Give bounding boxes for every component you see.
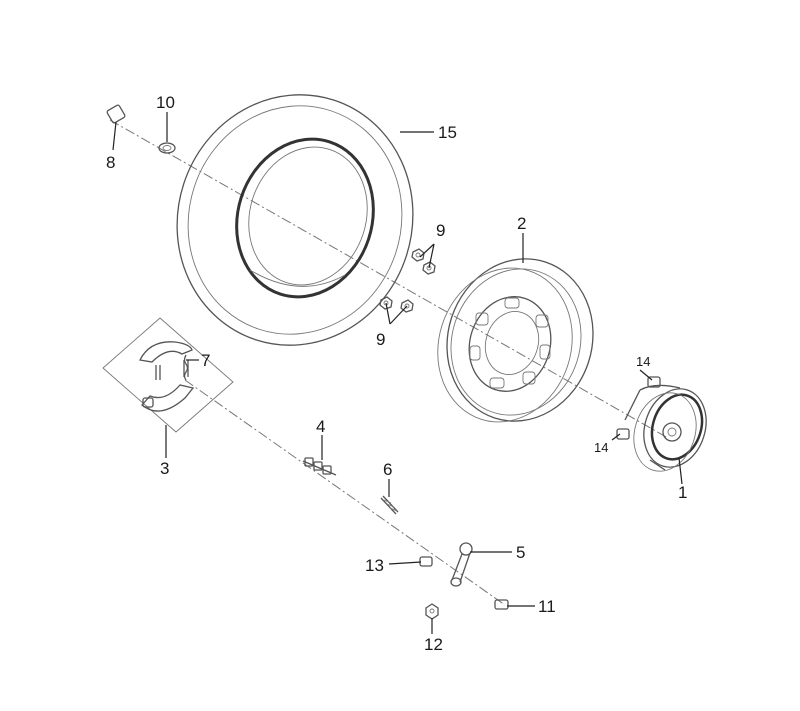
callout-8: 8 (106, 153, 115, 172)
assembly-axis-lines (109, 119, 669, 606)
valve-cap (106, 104, 126, 124)
callout-14-upper: 14 (636, 354, 650, 369)
arm-nut (425, 603, 439, 620)
callout-5: 5 (516, 543, 525, 562)
leader-lines (112, 112, 683, 634)
callout-9-upper: 9 (436, 221, 445, 240)
callout-15: 15 (438, 123, 457, 142)
brake-camshaft (302, 457, 337, 476)
callout-3: 3 (160, 459, 169, 478)
brake-arm (450, 542, 473, 587)
return-spring (380, 495, 399, 515)
callout-1: 1 (678, 483, 687, 502)
brake-shoe-assembly (102, 317, 234, 433)
callout-labels: 15 2 1 9 9 10 8 7 3 4 6 5 13 11 12 14 14 (106, 93, 687, 654)
wheel-rim (437, 258, 594, 423)
callout-9-lower: 9 (376, 330, 385, 349)
adjusting-nut (494, 599, 509, 610)
callout-4: 4 (316, 417, 325, 436)
brake-spring (183, 354, 189, 381)
callout-2: 2 (517, 214, 526, 233)
callout-12: 12 (424, 635, 443, 654)
callout-10: 10 (156, 93, 175, 112)
brake-drum-hub (616, 376, 707, 472)
valve-washer (158, 142, 176, 154)
callout-14-lower: 14 (594, 440, 608, 455)
callout-6: 6 (383, 460, 392, 479)
nuts (379, 248, 436, 313)
rim-cutouts (469, 297, 551, 389)
tire (176, 94, 414, 346)
callout-11: 11 (538, 597, 556, 616)
callout-13: 13 (365, 556, 384, 575)
callout-7: 7 (201, 351, 210, 370)
arm-bolt (419, 556, 433, 567)
